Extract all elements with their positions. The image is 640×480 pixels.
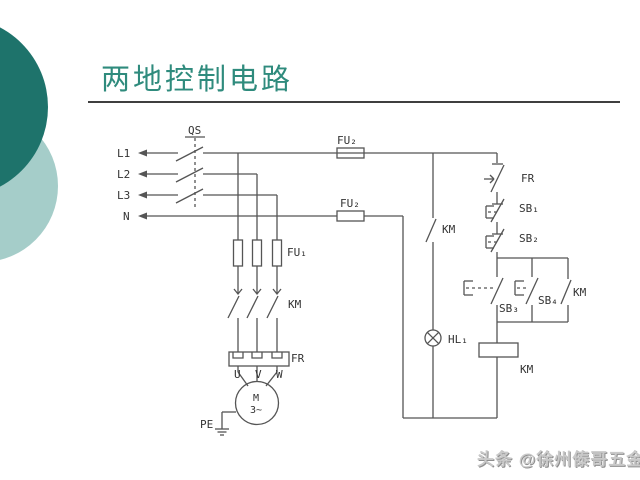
terminal-u-label: U [234,368,241,381]
km-coil [478,322,519,418]
terminal-w-label: W [276,368,283,381]
motor [234,371,280,426]
fu2-fuse-bottom [336,210,403,222]
km-lamp-label: KM [442,223,456,236]
pe-ground [215,411,236,436]
fr-contact-label: FR [521,172,535,185]
fu2-fuse-top [336,147,365,159]
start-buttons-parallel [463,257,572,323]
neutral-return [402,216,497,419]
sb1-label: SB₁ [519,202,539,215]
pe-label: PE [200,418,213,431]
control-branch [484,153,505,258]
terminal-v-label: V [255,368,262,381]
l1-label: L1 [117,147,130,160]
motor-phase-label: 3~ [250,405,262,416]
watermark: 头条 @徐州傣哥五金 [477,450,640,469]
fu1-label: FU₁ [287,246,307,259]
qs-label: QS [188,124,201,137]
fu1-fuses [232,153,283,293]
sb2-label: SB₂ [519,232,539,245]
fu2-bottom-label: FU₂ [340,197,360,210]
km-aux-label: KM [573,286,587,299]
km-coil-label: KM [520,363,534,376]
n-label: N [123,210,130,223]
km-main-contacts [227,288,282,352]
fu2-top-label: FU₂ [337,134,357,147]
sb3-label: SB₃ [499,302,519,315]
motor-m-label: M [253,393,259,404]
km-main-label: KM [288,298,302,311]
qs-switch [175,136,497,207]
hl-lamp-label: HL₁ [448,333,468,346]
lamp-branch [424,153,442,418]
page-title: 两地控制电路 [101,64,294,96]
sb4-label: SB₄ [538,294,558,307]
l2-label: L2 [117,168,130,181]
l3-label: L3 [117,189,130,202]
supply-lines [138,149,337,220]
title-underline [88,101,620,103]
fr-overload [228,351,290,372]
fr-main-label: FR [291,352,305,365]
